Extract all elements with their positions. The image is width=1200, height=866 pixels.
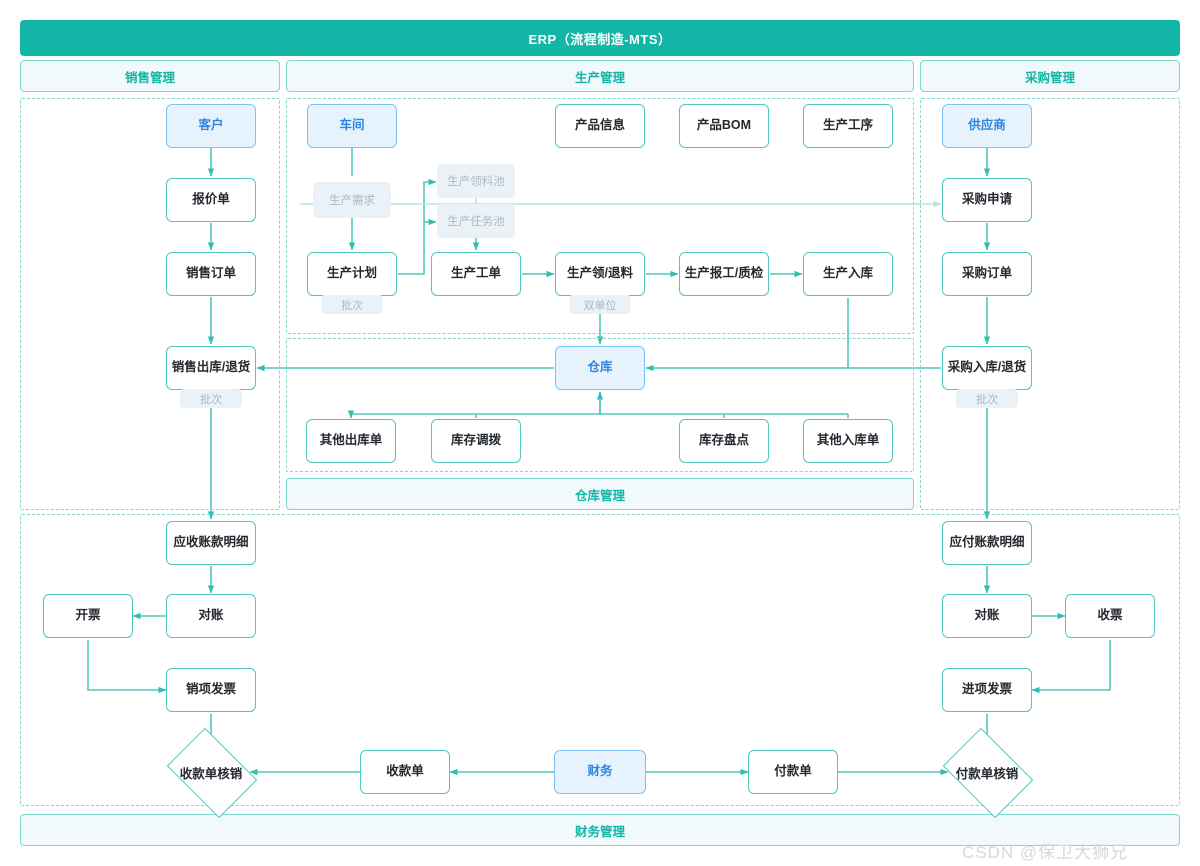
node-payment-note[interactable]: 付款单 xyxy=(748,750,838,794)
section-header-finance: 财务管理 xyxy=(20,814,1180,846)
node-pick-return-material[interactable]: 生产领/退料 xyxy=(555,252,645,296)
node-purchase-request[interactable]: 采购申请 xyxy=(942,178,1032,222)
section-header-sales: 销售管理 xyxy=(20,60,280,92)
lane-warehouse xyxy=(286,338,914,472)
node-purchase-in-return[interactable]: 采购入库/退货 xyxy=(942,346,1032,390)
node-stock-count[interactable]: 库存盘点 xyxy=(679,419,769,463)
node-work-order[interactable]: 生产工单 xyxy=(431,252,521,296)
lane-finance xyxy=(20,514,1180,806)
node-reconcile-ar[interactable]: 对账 xyxy=(166,594,256,638)
node-production-process[interactable]: 生产工序 xyxy=(803,104,893,148)
section-header-warehouse: 仓库管理 xyxy=(286,478,914,510)
node-output-invoice[interactable]: 销项发票 xyxy=(166,668,256,712)
node-production-plan[interactable]: 生产计划 xyxy=(307,252,397,296)
node-sales-order[interactable]: 销售订单 xyxy=(166,252,256,296)
lane-sales xyxy=(20,98,280,510)
node-other-in[interactable]: 其他入库单 xyxy=(803,419,893,463)
node-purchase-order[interactable]: 采购订单 xyxy=(942,252,1032,296)
node-payment-writeoff-label: 付款单核销 xyxy=(955,766,1019,781)
watermark: CSDN @保卫大狮兄 xyxy=(962,843,1129,862)
node-stock[interactable]: 仓库 xyxy=(555,346,645,390)
tag-dual-unit: 双单位 xyxy=(569,295,631,314)
lane-production xyxy=(286,98,914,334)
node-reconcile-ap[interactable]: 对账 xyxy=(942,594,1032,638)
node-receive-invoice[interactable]: 收票 xyxy=(1065,594,1155,638)
node-customer[interactable]: 客户 xyxy=(166,104,256,148)
node-product-bom[interactable]: 产品BOM xyxy=(679,104,769,148)
node-production-demand: 生产需求 xyxy=(313,182,391,218)
section-header-purchase: 采购管理 xyxy=(920,60,1180,92)
node-sales-out-return[interactable]: 销售出库/退货 xyxy=(166,346,256,390)
node-stock-transfer[interactable]: 库存调拨 xyxy=(431,419,521,463)
node-payable-detail[interactable]: 应付账款明细 xyxy=(942,521,1032,565)
node-other-out[interactable]: 其他出库单 xyxy=(306,419,396,463)
node-report-inspect[interactable]: 生产报工/质检 xyxy=(679,252,769,296)
tag-batch-purchase: 批次 xyxy=(956,389,1018,408)
node-receipt-writeoff-label: 收款单核销 xyxy=(179,766,243,781)
section-header-production: 生产管理 xyxy=(286,60,914,92)
node-picking-pool: 生产领料池 xyxy=(437,164,515,198)
node-payment-writeoff[interactable]: 付款单核销 xyxy=(942,727,1034,819)
node-receipt-writeoff[interactable]: 收款单核销 xyxy=(166,727,258,819)
node-workshop[interactable]: 车间 xyxy=(307,104,397,148)
node-production-in[interactable]: 生产入库 xyxy=(803,252,893,296)
node-product-info[interactable]: 产品信息 xyxy=(555,104,645,148)
node-task-pool: 生产任务池 xyxy=(437,204,515,238)
node-input-invoice[interactable]: 进项发票 xyxy=(942,668,1032,712)
node-quotation[interactable]: 报价单 xyxy=(166,178,256,222)
node-receipt-note[interactable]: 收款单 xyxy=(360,750,450,794)
lane-purchase xyxy=(920,98,1180,510)
page-title: ERP（流程制造-MTS） xyxy=(20,20,1180,56)
node-receivable-detail[interactable]: 应收账款明细 xyxy=(166,521,256,565)
node-supplier[interactable]: 供应商 xyxy=(942,104,1032,148)
node-invoice-issue[interactable]: 开票 xyxy=(43,594,133,638)
tag-batch-sales: 批次 xyxy=(180,389,242,408)
tag-batch-plan: 批次 xyxy=(321,295,383,314)
node-finance[interactable]: 财务 xyxy=(554,750,646,794)
